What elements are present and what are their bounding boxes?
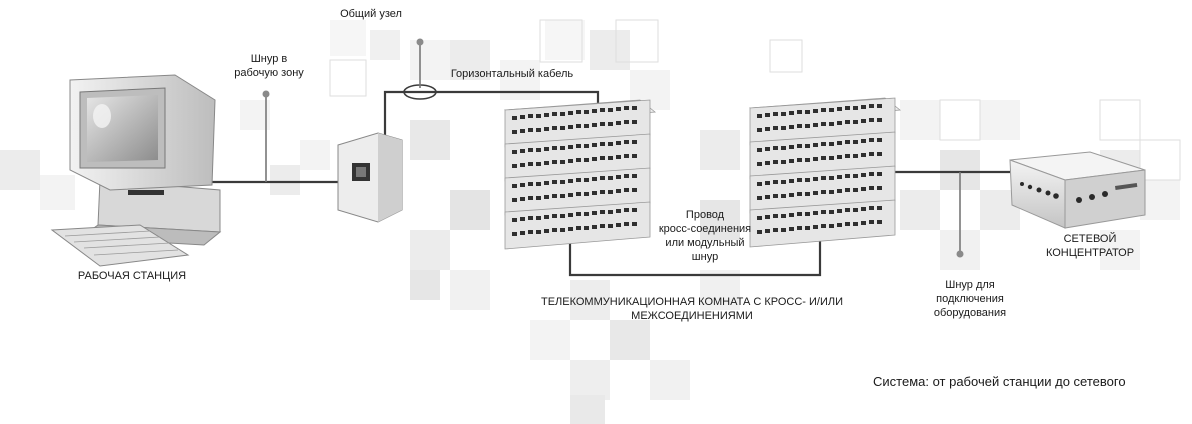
workstation-icon xyxy=(50,74,222,267)
background-outline-squares xyxy=(329,19,1181,181)
cross-connect-wire xyxy=(568,235,822,277)
work-cord-pin xyxy=(262,90,270,98)
label-work-area-cord: Шнур в рабочую зону xyxy=(234,53,304,79)
label-workstation: РАБОЧАЯ СТАНЦИЯ xyxy=(77,270,187,282)
label-cross-connect-wire: Провод кросс-соединения или модульный шн… xyxy=(658,209,752,263)
patch-panel-icon xyxy=(503,98,900,250)
label-network-hub: СЕТЕВОЙ КОНЦЕНТРАТОР xyxy=(1045,233,1135,259)
diagram-caption: Система: от рабочей станции до сетевого xyxy=(873,374,1126,389)
wall-outlet-icon xyxy=(337,132,403,223)
network-hub-icon xyxy=(1009,151,1146,229)
label-common-node: Общий узел xyxy=(340,8,402,20)
label-equipment-cord: Шнур для подключения оборудования xyxy=(933,279,1007,319)
common-node-pin xyxy=(416,38,424,46)
cables xyxy=(200,90,1010,277)
callout-pins xyxy=(265,44,961,252)
label-telecom-room: ТЕЛЕКОММУНИКАЦИОННАЯ КОМНАТА С КРОСС- И/… xyxy=(540,296,844,322)
label-horizontal-cable: Горизонтальный кабель xyxy=(450,68,574,80)
equipment-cord-pin xyxy=(956,250,964,258)
horizontal-cable-line xyxy=(383,90,600,150)
